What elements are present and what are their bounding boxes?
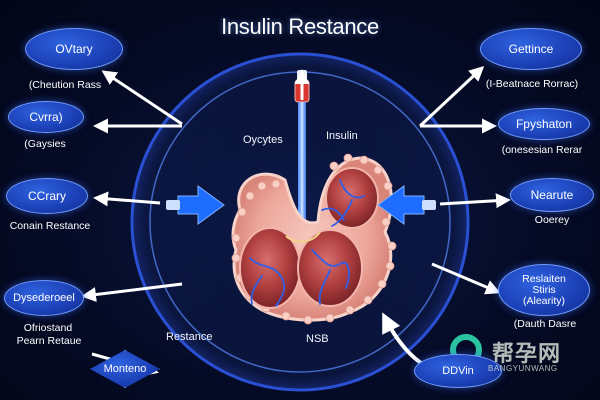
syringe-tips <box>166 200 436 210</box>
node-cvrra: Cvrra) <box>8 101 84 133</box>
label-i-beatnace-rorrac: (I-Beatnace Rorrac) <box>485 78 579 90</box>
label-insulin: Insulin <box>326 130 358 142</box>
label-onesesian-rerar: (onesesian Rerar <box>501 144 583 156</box>
label-conain-restance: Conain Restance <box>9 220 91 232</box>
node-dysederoeel: Dysederoeel <box>4 280 84 316</box>
node-fpyshaton: Fpyshaton <box>498 108 590 140</box>
label-restance: Restance <box>166 331 213 343</box>
node-ccrary: CCrary <box>6 178 88 214</box>
diagram-title: Insulin Restance <box>221 14 379 39</box>
watermark-text: 帮孕网 <box>492 341 562 366</box>
node-reslaiten-line1: Reslaiten <box>522 272 566 285</box>
node-reslaiten: Reslaiten Stiris (Alearity) <box>498 264 590 316</box>
node-nearute: Nearute <box>510 178 594 212</box>
node-ddvin: DDVin <box>414 354 502 388</box>
node-reslaiten-line3: (Alearity) <box>522 294 565 307</box>
label-ooerey: Ooerey <box>534 214 570 226</box>
node-ovtary: OVtary <box>25 28 123 70</box>
ovary-tissue <box>231 153 397 325</box>
blue-arrows <box>177 185 425 225</box>
label-gaysies: (Gaysies <box>24 138 66 150</box>
label-nsb: NSB <box>306 333 329 345</box>
label-cheution-rass: (Cheution Rass <box>28 79 102 91</box>
label-dauth-dasre: (Dauth Dasre <box>513 318 577 330</box>
label-ofriostand: Ofriostand <box>23 322 73 334</box>
connector-arrows <box>81 65 511 376</box>
watermark-subtext: BANGYUNWANG <box>488 364 558 373</box>
label-oycytes: Oycytes <box>243 134 283 146</box>
node-reslaiten-line2: Stiris <box>532 283 556 296</box>
label-pearn-retaue: Pearn Retaue <box>16 335 82 347</box>
node-gettince: Gettince <box>480 28 582 70</box>
